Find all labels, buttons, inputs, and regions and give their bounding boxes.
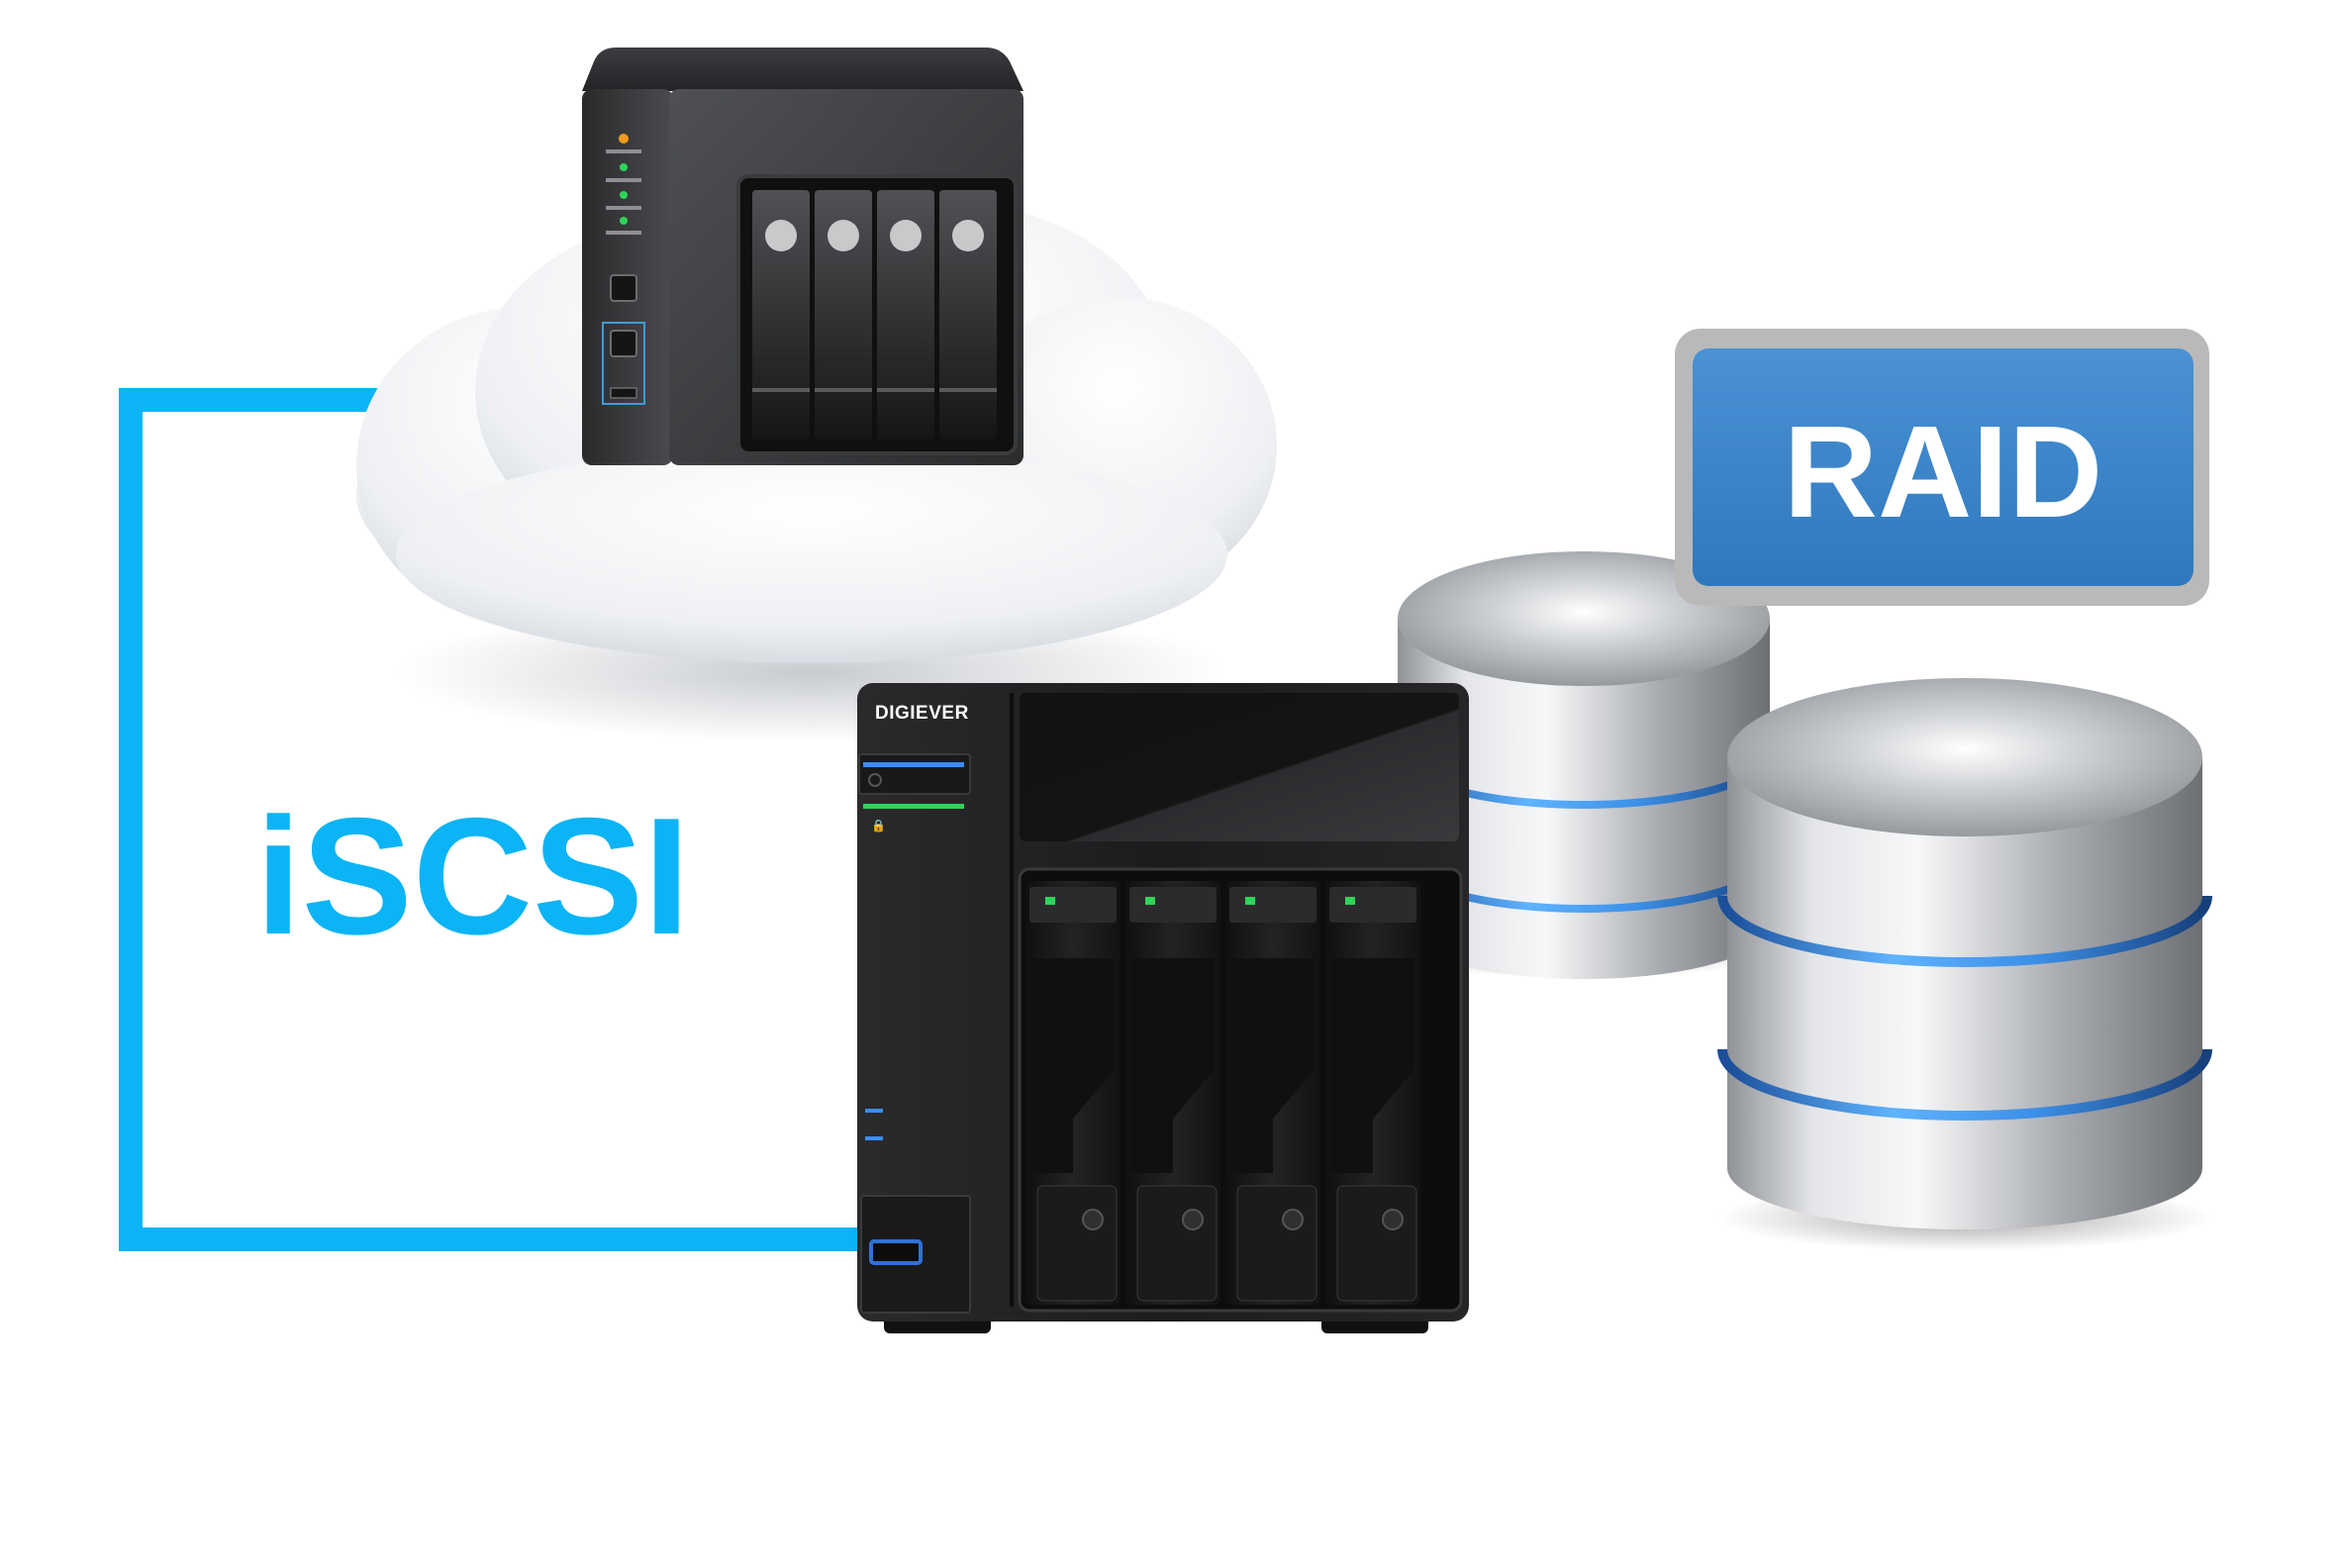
svg-text:🔒: 🔒 bbox=[871, 819, 886, 833]
led-strip-green bbox=[863, 804, 964, 809]
brand-label: DIGIEVER bbox=[875, 703, 969, 724]
drive-tray bbox=[1225, 881, 1320, 1305]
led-strip-blue bbox=[863, 762, 964, 767]
cloud-nas-button bbox=[610, 274, 637, 302]
drive-tray bbox=[1025, 881, 1120, 1305]
drive-tray bbox=[1125, 881, 1220, 1305]
power-icon bbox=[868, 773, 882, 787]
lcd-window bbox=[1020, 693, 1459, 841]
database-stack-front bbox=[1717, 678, 2212, 1251]
status-led-orange bbox=[619, 134, 629, 144]
cloud-nas-bays bbox=[752, 190, 997, 440]
iscsi-connector-line bbox=[119, 388, 861, 1251]
drive-tray bbox=[1325, 881, 1420, 1305]
iscsi-label: iSCSI bbox=[255, 783, 690, 969]
cloud-nas-usb-port bbox=[602, 322, 645, 405]
raid-label: RAID bbox=[1784, 399, 2103, 544]
digiever-nas-4bay: DIGIEVER 🔒 bbox=[857, 683, 1469, 1333]
raid-badge: RAID bbox=[1675, 329, 2209, 606]
usb-port-icon bbox=[869, 1239, 923, 1265]
cloud-nas-4bay-icon bbox=[582, 48, 1023, 465]
